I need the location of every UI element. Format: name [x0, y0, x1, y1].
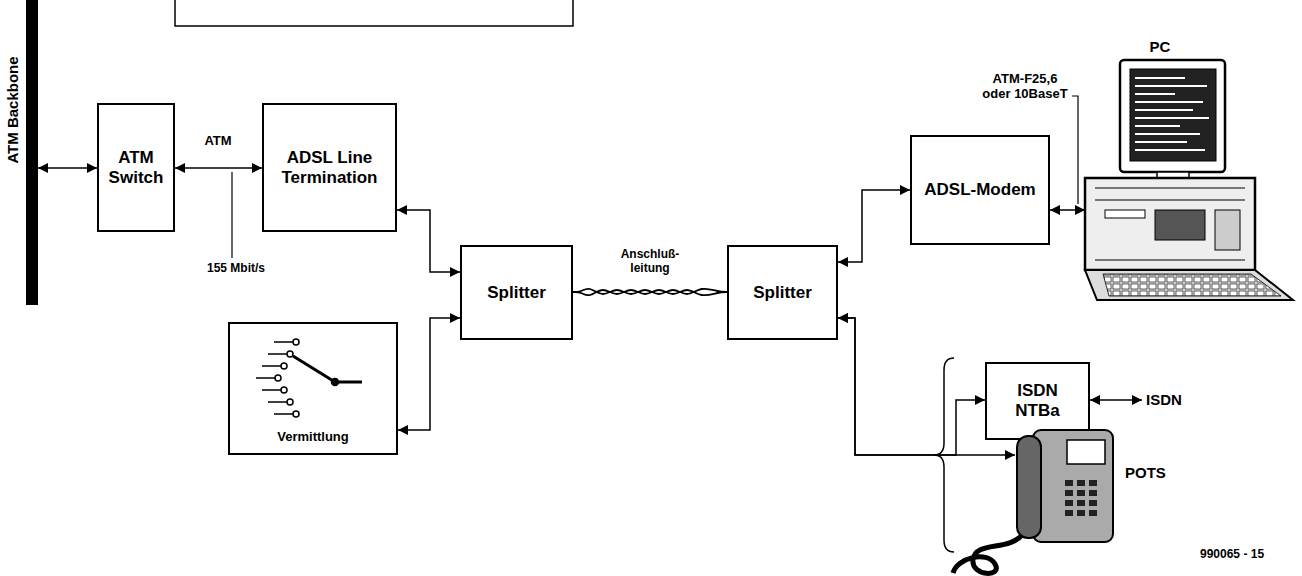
connector [175, 167, 262, 169]
edge-label: ATM [188, 134, 248, 149]
backbone-bar: ATM Backbone [0, 0, 38, 305]
connector [1050, 209, 1085, 211]
process-box: ATM Switch [97, 103, 175, 232]
node-label: ATM Switch [109, 148, 164, 187]
signal-label: 155 Mbit/s [186, 262, 286, 276]
phone-figure: POTS [1015, 428, 1185, 553]
figure-number: 990065 - 15 [1200, 548, 1296, 562]
top-bracket [175, 0, 573, 26]
connector [397, 210, 460, 272]
signal-label: ISDN [1146, 391, 1206, 408]
process-box: ADSL Line Termination [262, 103, 397, 232]
connector [573, 289, 727, 294]
exchange-box: Vermittlung [228, 322, 398, 455]
pc-figure: PC [1085, 38, 1295, 303]
node-label: ADSL Line Termination [281, 148, 377, 187]
node-label: Splitter [753, 283, 812, 303]
modem-box: ADSL-Modem [910, 135, 1050, 245]
leader-line [231, 172, 232, 258]
backbone-bar [26, 0, 38, 305]
edge-label: Anschluß-leitung [621, 248, 680, 276]
connector [38, 167, 97, 169]
splitter-box: Splitter [460, 245, 573, 340]
edge-label: ATM-F25,6 oder 10BaseT [982, 72, 1068, 102]
leader-line [1072, 96, 1078, 204]
ntba-box: ISDN NTBa [985, 362, 1090, 440]
pc-illustration [1085, 38, 1295, 303]
node-label: Splitter [487, 283, 546, 303]
connector [838, 190, 910, 262]
node-label: ISDN NTBa [1015, 381, 1059, 420]
isdn-arrow [1090, 399, 1142, 401]
connector [398, 318, 460, 430]
connector [838, 318, 985, 455]
node-label: ATM Backbone [4, 56, 21, 163]
node-label: ADSL-Modem [924, 180, 1035, 200]
node-label: POTS [1125, 464, 1166, 481]
splitter-box: Splitter [727, 245, 838, 340]
node-label: PC [1140, 38, 1180, 55]
phone-illustration [1015, 428, 1185, 553]
node-label: Vermittlung [277, 430, 349, 445]
